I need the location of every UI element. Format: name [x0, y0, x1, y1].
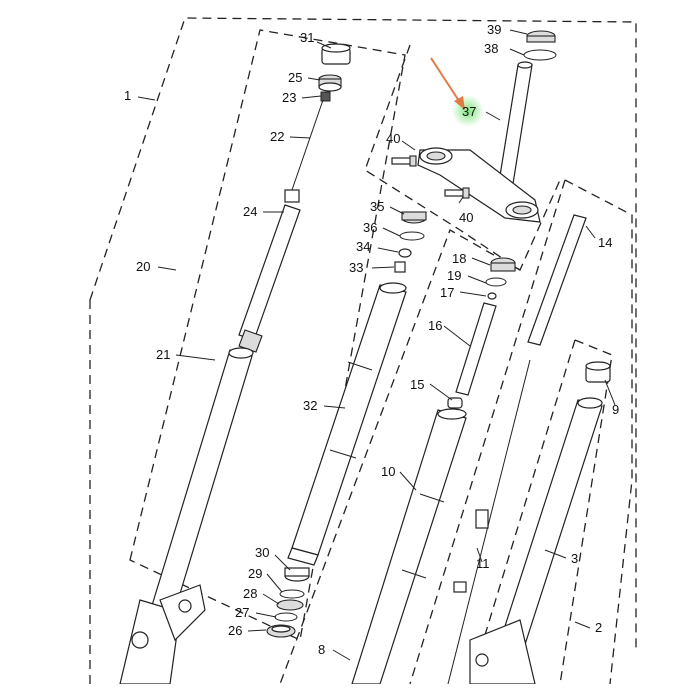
steering-stem-37	[497, 61, 533, 191]
callout-19: 19	[447, 268, 461, 283]
inner-tube-10	[351, 408, 467, 685]
collar-24	[284, 189, 300, 203]
callout-20: 20	[136, 259, 150, 274]
callout-10: 10	[381, 464, 395, 479]
outer-tube-3	[495, 397, 603, 661]
fork-spring-cap-31	[321, 43, 351, 65]
clip-27	[274, 612, 298, 622]
bolt-40-bottom	[444, 187, 470, 199]
pipe-16	[455, 302, 497, 396]
nut-23	[320, 91, 331, 102]
callout-24: 24	[243, 204, 257, 219]
pointer-arrow	[430, 57, 465, 110]
collar-33	[394, 261, 406, 273]
callout-21: 21	[156, 347, 170, 362]
callout-38: 38	[484, 41, 498, 56]
bolt-18	[490, 257, 516, 272]
damper-rod-11	[447, 359, 531, 685]
callout-33: 33	[349, 260, 363, 275]
callout-35: 35	[370, 199, 384, 214]
callout-39: 39	[487, 22, 501, 37]
bolt-35	[401, 211, 427, 224]
assembly-outline-inner-tube	[129, 29, 406, 641]
o-ring-36	[399, 231, 425, 241]
callout-18: 18	[452, 251, 466, 266]
callout-28: 28	[243, 586, 257, 601]
callout-29: 29	[248, 566, 262, 581]
callout-31: 31	[300, 30, 314, 45]
callout-22: 22	[270, 129, 284, 144]
callout-16: 16	[428, 318, 442, 333]
callout-36: 36	[363, 220, 377, 235]
assembly-outline-left	[89, 17, 637, 684]
spring-14	[527, 214, 587, 346]
assembly-outline-right-tube	[469, 339, 613, 685]
nut-39	[526, 30, 556, 43]
callout-40-bottom: 40	[459, 210, 473, 225]
callout-25: 25	[288, 70, 302, 85]
under-bracket-37	[417, 147, 541, 223]
lower-bracket-2	[469, 619, 536, 685]
nut-25	[318, 74, 342, 92]
callout-14: 14	[598, 235, 612, 250]
callout-8: 8	[318, 642, 325, 657]
nut-17	[487, 292, 497, 300]
callout-34: 34	[356, 239, 370, 254]
ring-29	[279, 589, 305, 599]
callout-1: 1	[124, 88, 131, 103]
callout-37: 37	[462, 104, 476, 119]
assembly-outline-right-leg	[409, 179, 633, 685]
collar-9	[585, 361, 611, 383]
callout-32: 32	[303, 398, 317, 413]
outer-tube-32	[287, 282, 407, 566]
o-ring-19	[485, 277, 507, 287]
collar-15	[447, 397, 463, 409]
callout-15: 15	[410, 377, 424, 392]
outer-tube-left-bracket	[119, 584, 206, 685]
bearing-38	[523, 49, 557, 61]
callout-17: 17	[440, 285, 454, 300]
bolt-40-top	[391, 155, 417, 167]
inner-tube-21	[149, 204, 301, 621]
callout-23: 23	[282, 90, 296, 105]
callout-40-top: 40	[386, 131, 400, 146]
washer-28	[276, 599, 304, 611]
seal-26	[266, 624, 296, 638]
assembly-outline-damper	[279, 44, 561, 685]
callout-11: 11	[476, 556, 490, 571]
callout-26: 26	[228, 623, 242, 638]
callout-3: 3	[571, 551, 578, 566]
callout-2: 2	[595, 620, 602, 635]
damper-rod-22	[291, 99, 324, 191]
callout-30: 30	[255, 545, 269, 560]
seal-30	[284, 567, 310, 582]
callout-27: 27	[235, 605, 249, 620]
callout-9: 9	[612, 402, 619, 417]
callout-labels: 1 2 3 8 9 10 11 14 15 16 17 18 19 20 21 …	[124, 22, 619, 657]
leader-lines	[137, 29, 616, 661]
nut-34	[398, 248, 412, 258]
